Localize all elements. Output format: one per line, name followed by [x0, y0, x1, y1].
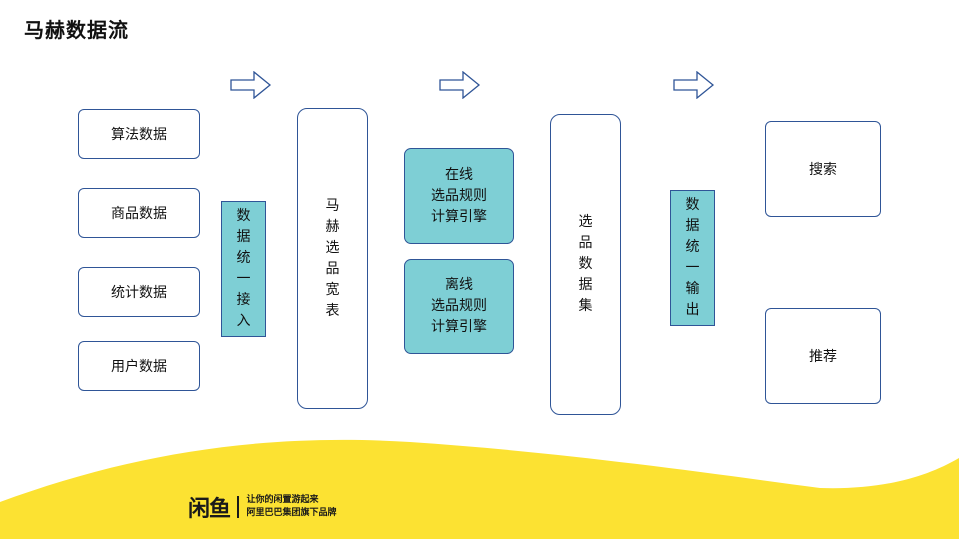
wide-table-box: 马赫选品宽表: [297, 108, 368, 409]
target-box-recommend: 推荐: [765, 308, 881, 404]
brand-tagline-line-2: 阿里巴巴集团旗下品牌: [246, 508, 337, 518]
right-arrow-icon: [230, 71, 272, 99]
brand-logo: 闲鱼 让你的闲置游起来 阿里巴巴集团旗下品牌: [188, 491, 337, 523]
right-arrow-icon: [439, 71, 481, 99]
unified-ingest-label: 数据统一接入: [236, 208, 251, 329]
selection-dataset-label: 选品数据集: [578, 214, 593, 314]
unified-output-label: 数据统一输出: [685, 197, 700, 318]
target-box-search: 搜索: [765, 121, 881, 217]
brand-divider: [237, 496, 239, 518]
source-box-user-data: 用户数据: [78, 341, 200, 391]
online-rule-engine-box: 在线 选品规则 计算引擎: [404, 148, 514, 244]
source-box-algorithm-data: 算法数据: [78, 109, 200, 159]
brand-logo-mark: 闲鱼: [188, 497, 231, 522]
source-box-statistics-data: 统计数据: [78, 267, 200, 317]
selection-dataset-box: 选品数据集: [550, 114, 621, 415]
wide-table-label: 马赫选品宽表: [325, 197, 340, 319]
source-box-product-data: 商品数据: [78, 188, 200, 238]
brand-tagline: 让你的闲置游起来 阿里巴巴集团旗下品牌: [247, 494, 337, 520]
brand-tagline-line-1: 让你的闲置游起来: [246, 495, 319, 505]
unified-output-bar: 数据统一输出: [670, 190, 715, 326]
right-arrow-icon: [673, 71, 715, 99]
page-title: 马赫数据流: [24, 18, 129, 42]
offline-rule-engine-box: 离线 选品规则 计算引擎: [404, 259, 514, 354]
unified-ingest-bar: 数据统一接入: [221, 201, 266, 337]
